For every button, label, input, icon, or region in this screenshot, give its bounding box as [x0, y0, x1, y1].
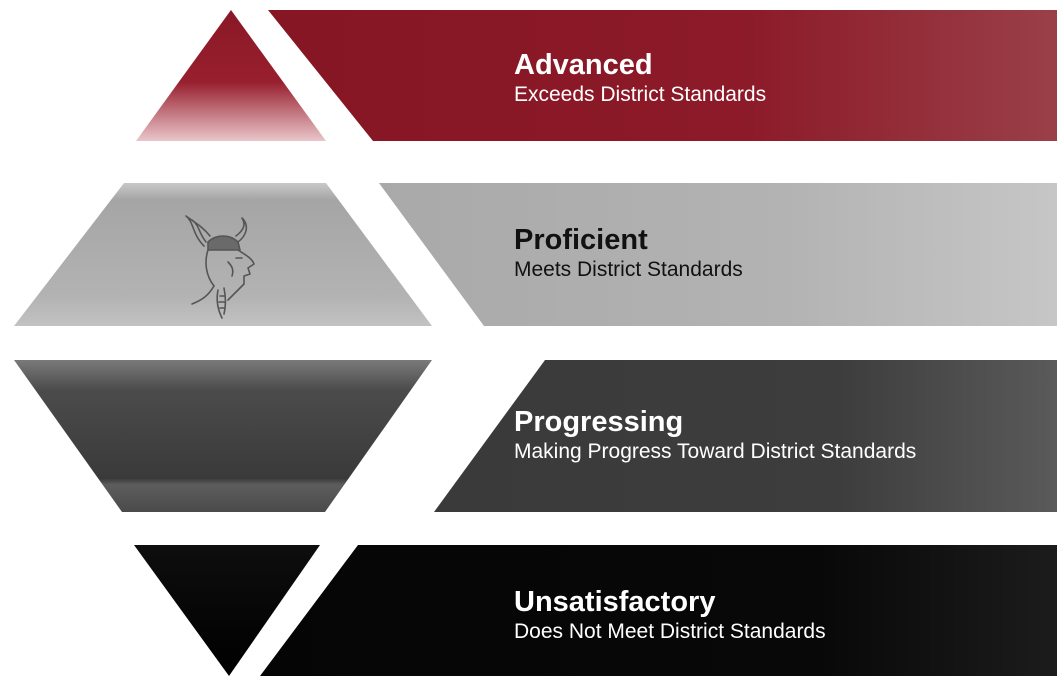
tier-unsatisfactory-band	[260, 545, 1057, 676]
tier-unsatisfactory-pyramid-piece	[134, 545, 320, 676]
tier-unsatisfactory-label: Unsatisfactory Does Not Meet District St…	[514, 585, 826, 645]
tier-progressing	[14, 360, 1057, 512]
tier-unsatisfactory	[134, 545, 1057, 676]
tier-advanced-label: Advanced Exceeds District Standards	[514, 48, 766, 108]
tier-proficient-band	[379, 183, 1057, 326]
tier-unsatisfactory-title: Unsatisfactory	[514, 586, 716, 618]
viking-head-icon	[185, 215, 255, 319]
tier-progressing-title: Progressing	[514, 406, 684, 438]
tier-advanced-title: Advanced	[514, 49, 653, 81]
tier-progressing-band	[434, 360, 1057, 512]
tier-advanced-description: Exceeds District Standards	[514, 83, 767, 106]
tier-proficient-pyramid-piece	[14, 183, 432, 326]
tier-proficient	[14, 183, 1057, 326]
tier-proficient-description: Meets District Standards	[514, 258, 743, 281]
tier-advanced-band	[268, 10, 1057, 141]
tier-proficient-title: Proficient	[514, 224, 648, 256]
tier-progressing-pyramid-piece	[14, 360, 432, 512]
tier-advanced-pyramid-piece	[136, 10, 326, 141]
tier-unsatisfactory-description: Does Not Meet District Standards	[514, 620, 826, 643]
tier-progressing-description: Making Progress Toward District Standard…	[514, 440, 917, 463]
tier-advanced	[136, 10, 1057, 141]
tier-proficient-label: Proficient Meets District Standards	[514, 223, 743, 283]
tier-progressing-label: Progressing Making Progress Toward Distr…	[514, 405, 916, 465]
